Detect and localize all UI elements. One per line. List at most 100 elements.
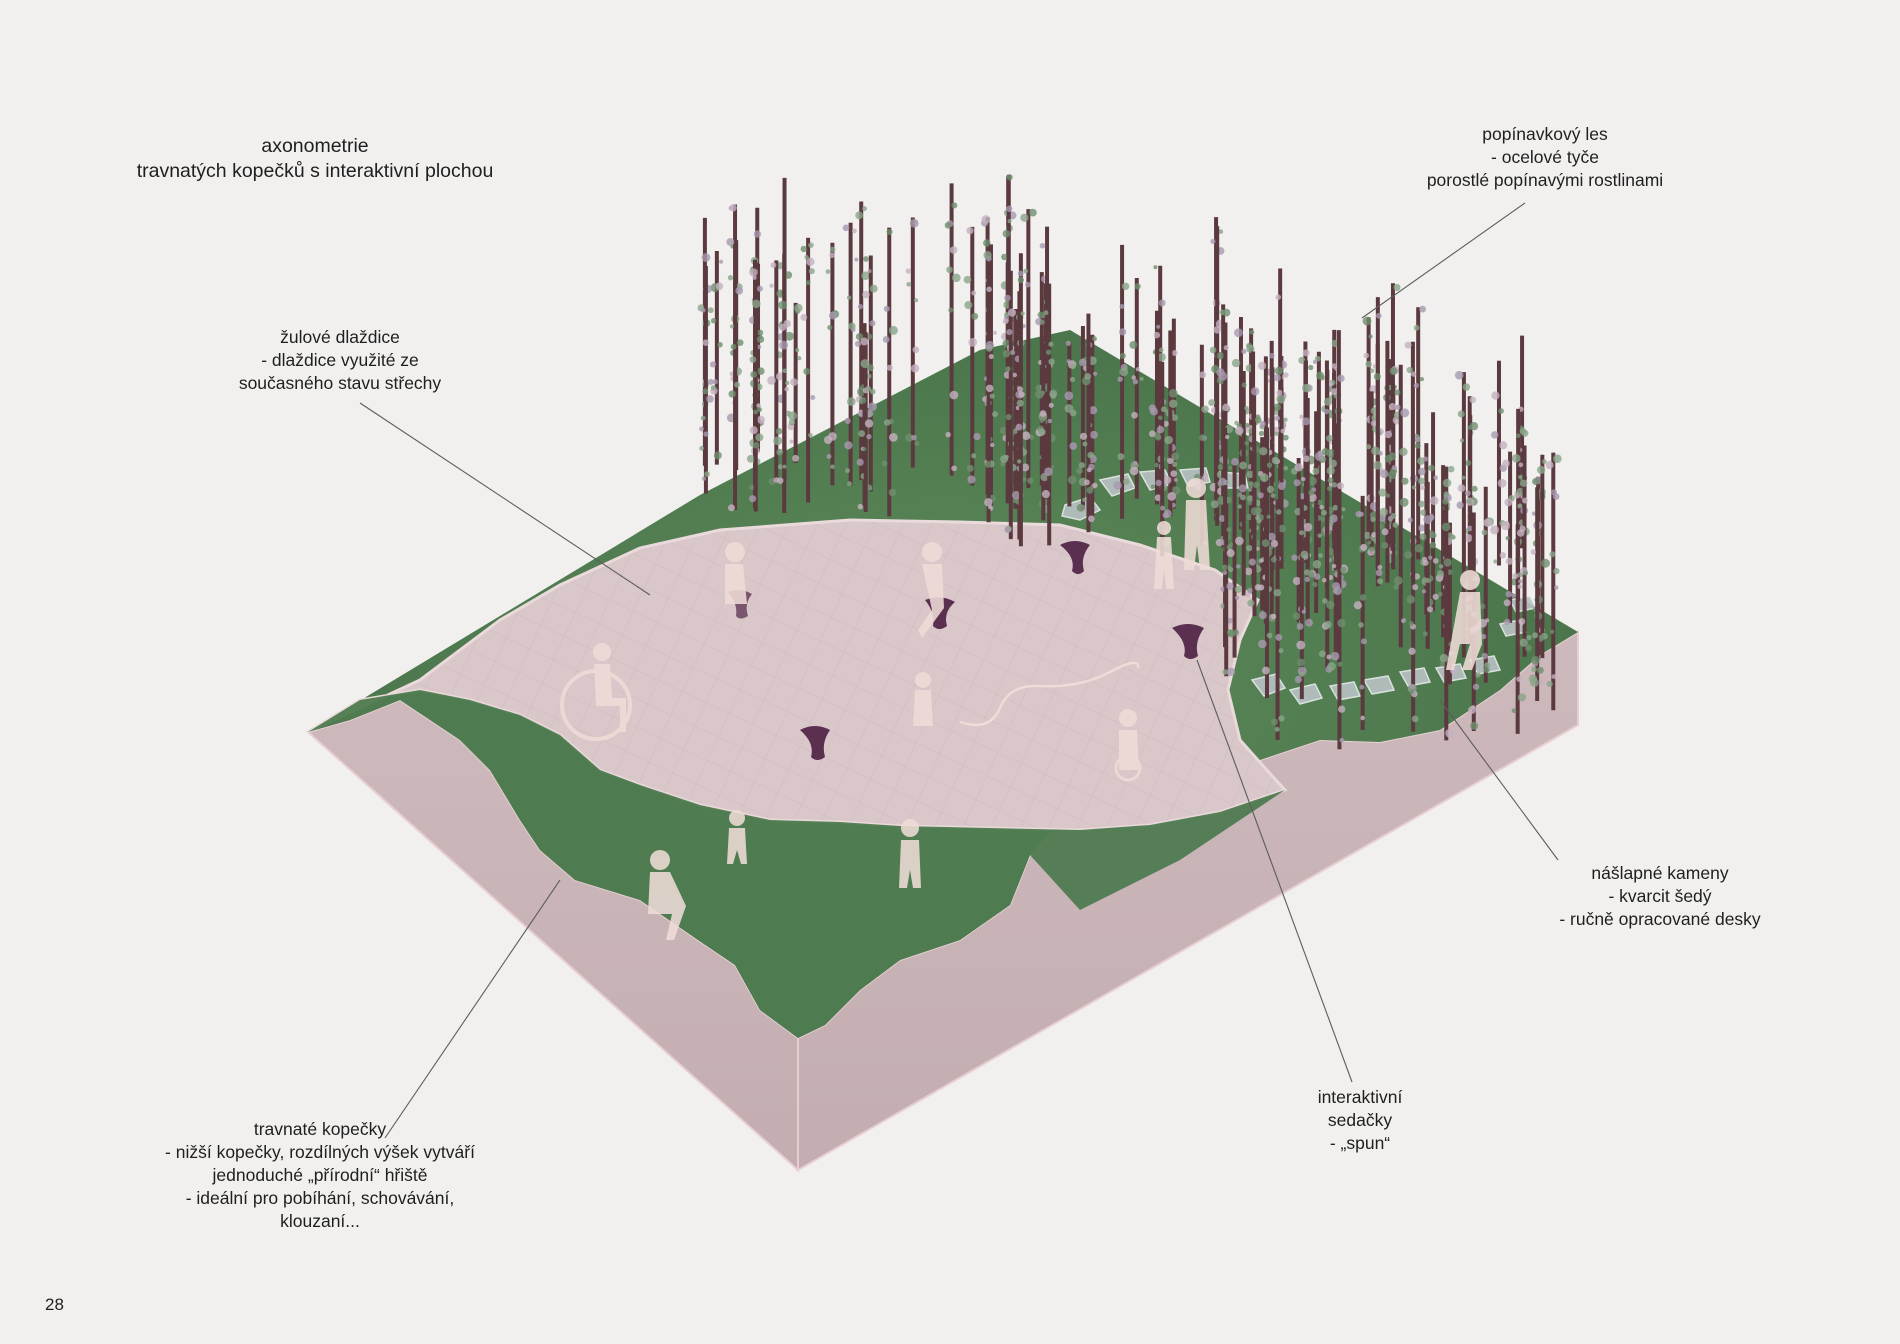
climbing-plant-leaf bbox=[1001, 253, 1008, 261]
climbing-plant-leaf bbox=[1246, 344, 1255, 353]
climbing-plant-leaf bbox=[1017, 270, 1024, 277]
climbing-plant-leaf bbox=[1442, 478, 1452, 488]
climbing-plant-leaf bbox=[983, 251, 992, 260]
climbing-plant-leaf bbox=[984, 498, 993, 507]
climbing-plant-leaf bbox=[1308, 489, 1315, 496]
climbing-plant-leaf bbox=[1219, 539, 1226, 546]
climbing-plant-leaf bbox=[808, 432, 813, 438]
climbing-plant-leaf bbox=[1470, 721, 1479, 730]
climbing-plant-leaf bbox=[1532, 632, 1539, 639]
climbing-plant-leaf bbox=[863, 256, 869, 262]
climbing-plant-leaf bbox=[1044, 467, 1053, 476]
climbing-plant-leaf bbox=[826, 453, 832, 459]
climbing-plant-leaf bbox=[1481, 652, 1488, 660]
climbing-plant-leaf bbox=[1234, 585, 1242, 593]
climbing-plant-leaf bbox=[785, 380, 790, 386]
climbing-plant-leaf bbox=[1370, 516, 1376, 523]
climbing-plant-leaf bbox=[1274, 431, 1279, 437]
person-in-wheelchair bbox=[560, 643, 632, 741]
spun-seat bbox=[1060, 541, 1090, 574]
leader-line-hills bbox=[384, 879, 561, 1139]
climbing-plant-leaf bbox=[782, 368, 788, 374]
climbing-plant-leaf bbox=[800, 245, 807, 253]
climbing-plant-leaf bbox=[951, 273, 961, 283]
climbing-plant-leaf bbox=[1004, 294, 1011, 302]
climbing-plant-leaf bbox=[1321, 577, 1327, 583]
climbing-plant-leaf bbox=[702, 388, 709, 395]
climbing-plant-leaf bbox=[804, 255, 809, 260]
climbing-plant-leaf bbox=[964, 301, 973, 310]
climbing-plant-leaf bbox=[1011, 428, 1018, 435]
climbing-plant-leaf bbox=[1325, 434, 1333, 442]
climbing-plant-leaf bbox=[1201, 475, 1208, 483]
child-figure bbox=[1154, 521, 1174, 589]
climbing-plant-leaf bbox=[1258, 558, 1264, 563]
climbing-plant-leaf bbox=[966, 227, 974, 235]
climbing-plant-leaf bbox=[1252, 481, 1260, 489]
climbing-plant-leaf bbox=[1150, 407, 1158, 416]
climbing-plant-leaf bbox=[1039, 419, 1044, 424]
climbing-plant-leaf bbox=[1429, 496, 1439, 506]
climbing-plant-leaf bbox=[883, 419, 891, 426]
climbing-plant-leaf bbox=[1017, 386, 1024, 393]
climbing-plant-leaf bbox=[1234, 426, 1244, 435]
climbing-plant-leaf bbox=[779, 340, 788, 350]
climbing-plant-leaf bbox=[1029, 208, 1037, 217]
climbing-plant-leaf bbox=[1366, 444, 1372, 450]
climbing-plant-leaf bbox=[1168, 388, 1178, 398]
climbing-plant-leaf bbox=[1511, 593, 1517, 599]
climbing-plant-leaf bbox=[971, 290, 977, 296]
climbing-plant-leaf bbox=[1536, 666, 1544, 674]
climbing-plant-leaf bbox=[1084, 372, 1092, 380]
climbing-plant-leaf bbox=[1502, 459, 1510, 468]
climbing-plant-leaf bbox=[861, 271, 870, 280]
climbing-plant-leaf bbox=[1162, 420, 1169, 427]
climbing-plant-leaf bbox=[1246, 470, 1254, 479]
climbing-plant-leaf bbox=[1015, 423, 1023, 431]
climbing-plant-leaf bbox=[1259, 447, 1268, 456]
climbing-plant-forest bbox=[697, 174, 1562, 750]
climbing-plant-leaf bbox=[1395, 404, 1401, 411]
climbing-plant-leaf bbox=[854, 340, 861, 347]
climbing-plant-leaf bbox=[712, 379, 718, 385]
climbing-plant-leaf bbox=[1079, 432, 1088, 440]
climbing-plant-leaf bbox=[1484, 618, 1490, 623]
climbing-plant-leaf bbox=[1393, 584, 1399, 590]
climbing-plant-leaf bbox=[1553, 454, 1562, 463]
play-line bbox=[959, 661, 1140, 727]
person-sitting bbox=[725, 542, 747, 604]
climbing-plant-leaf bbox=[800, 313, 808, 321]
climbing-plant-leaf bbox=[1247, 500, 1253, 506]
climbing-plant-leaf bbox=[1327, 381, 1334, 387]
climbing-plant-leaf bbox=[1273, 403, 1281, 411]
climbing-plant-leaf bbox=[1168, 399, 1178, 408]
climbing-plant-leaf bbox=[1171, 350, 1178, 357]
climbing-plant-leaf bbox=[1043, 310, 1049, 316]
climbing-plant-leaf bbox=[1298, 356, 1306, 364]
climbing-plant-leaf bbox=[882, 335, 890, 343]
climbing-plant-leaf bbox=[1531, 655, 1540, 665]
climbing-plant-leaf bbox=[1302, 349, 1310, 357]
climbing-plant-leaf bbox=[1517, 584, 1523, 589]
climbing-plant-leaf bbox=[1274, 366, 1284, 376]
climbing-plant-leaf bbox=[1414, 544, 1424, 553]
climbing-plant-leaf bbox=[1325, 600, 1335, 610]
climbing-plant-leaf bbox=[1163, 476, 1172, 484]
climbing-plant-leaf bbox=[794, 303, 803, 313]
climbing-plant-leaf bbox=[1318, 650, 1326, 658]
climbing-plant-leaf bbox=[1167, 457, 1174, 465]
climbing-plant-leaf bbox=[983, 239, 991, 247]
climbing-plant-leaf bbox=[757, 329, 764, 336]
climbing-plant-leaf bbox=[1491, 431, 1499, 439]
climbing-plant-leaf bbox=[1379, 507, 1388, 517]
climbing-plant-leaf bbox=[869, 320, 876, 327]
climbing-plant-leaf bbox=[1302, 383, 1311, 393]
climbing-plant-leaf bbox=[1503, 599, 1511, 607]
climbing-plant-leaf bbox=[755, 433, 764, 442]
climbing-plant-leaf bbox=[1005, 413, 1012, 421]
climbing-plant-leaf bbox=[1076, 503, 1085, 512]
climbing-plant-leaf bbox=[1266, 514, 1271, 519]
climbing-plant-leaf bbox=[700, 415, 706, 421]
climbing-plant-leaf bbox=[1371, 446, 1380, 456]
climbing-plant-leaf bbox=[1377, 578, 1384, 585]
